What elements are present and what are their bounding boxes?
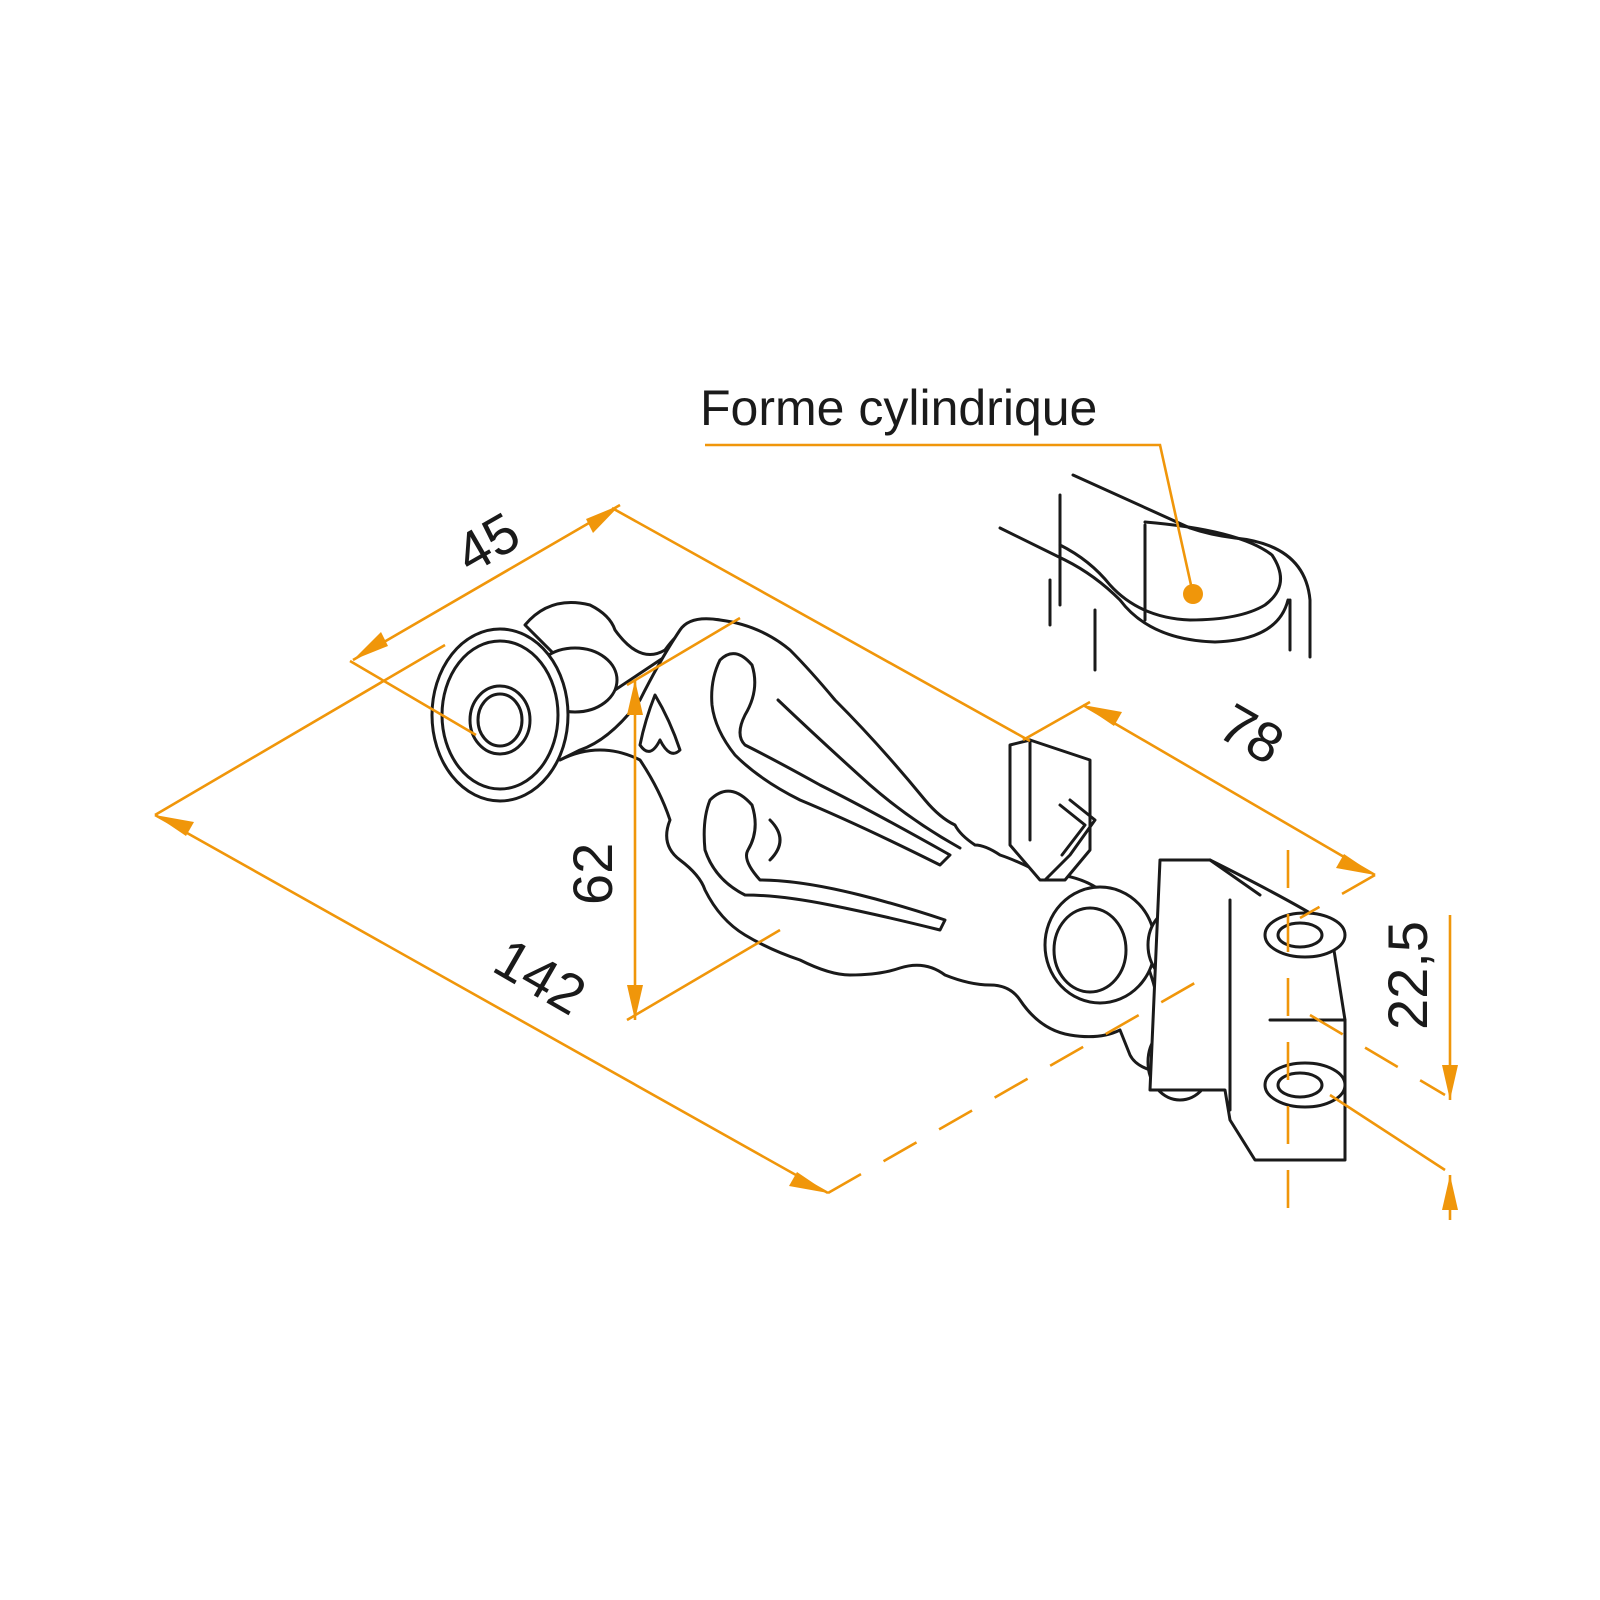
joint-washer-main-inner bbox=[1052, 906, 1128, 994]
inner-slot-upper bbox=[776, 698, 962, 850]
knuckle-bottom-eye-hole bbox=[1276, 1071, 1324, 1099]
callout-label: Forme cylindrique bbox=[700, 380, 1097, 436]
dimension-label-78: 78 bbox=[1209, 691, 1294, 777]
callout-dot bbox=[1183, 584, 1203, 604]
knuckle-top-eye bbox=[1263, 911, 1347, 959]
spade-cutout-left bbox=[638, 693, 682, 755]
upper-scroll-cutout bbox=[710, 652, 952, 867]
front-knob-hole-inner bbox=[476, 692, 524, 748]
dimension-label-142: 142 bbox=[484, 926, 596, 1027]
dimension-label-45: 45 bbox=[445, 500, 530, 586]
knuckle-bottom-eye bbox=[1263, 1061, 1347, 1109]
cylindrical-form-detail bbox=[998, 473, 1312, 672]
dimension-label-22-5: 22,5 bbox=[1376, 921, 1439, 1030]
vertical-tab bbox=[1008, 738, 1092, 882]
dimension-lines bbox=[154, 443, 1458, 1220]
lower-scroll-cutout bbox=[702, 789, 947, 932]
knuckle-block bbox=[1148, 858, 1347, 1162]
callout-leader bbox=[705, 443, 1195, 595]
dimension-label-62: 62 bbox=[561, 843, 624, 905]
joint-washer-main bbox=[1043, 885, 1157, 1005]
hinge-part bbox=[430, 601, 1347, 1162]
inner-slot-lower bbox=[768, 818, 782, 862]
knuckle-top-eye-hole bbox=[1276, 921, 1324, 949]
